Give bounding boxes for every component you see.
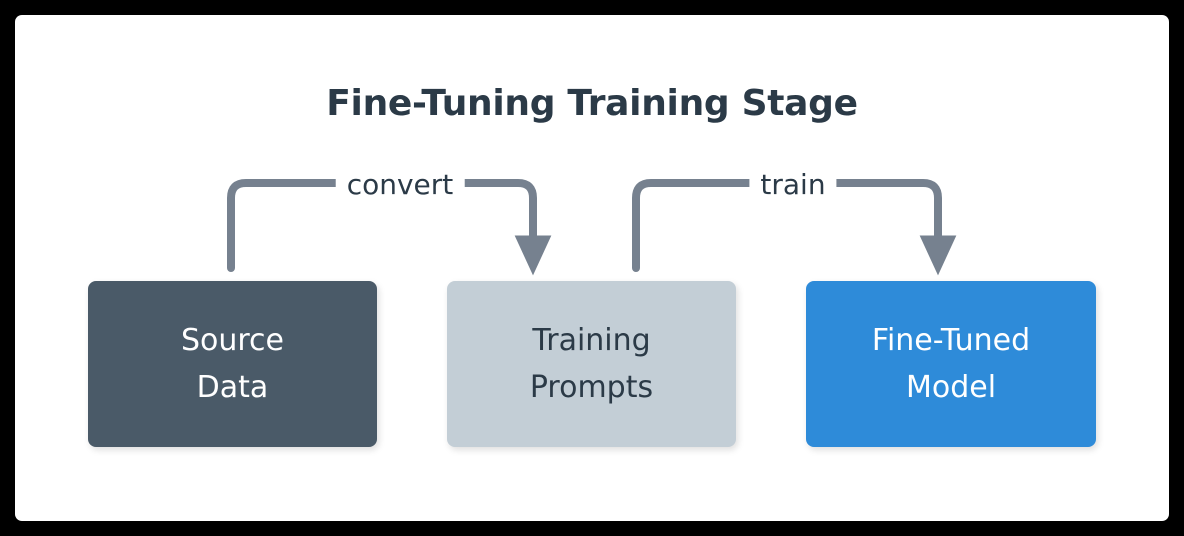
node-label-line: Prompts — [529, 370, 654, 405]
diagram-page: Fine-Tuning Training Stage convert train… — [15, 15, 1169, 521]
node-source-data[interactable]: Source Data — [88, 281, 377, 447]
page-title: Fine-Tuning Training Stage — [326, 83, 858, 124]
node-label-line: Fine-Tuned — [871, 323, 1031, 358]
node-training-prompts[interactable]: Training Prompts — [447, 281, 736, 447]
node-label-line: Training — [532, 323, 651, 358]
edge-label-train: train — [749, 170, 837, 200]
node-fine-tuned-model[interactable]: Fine-Tuned Model — [806, 281, 1096, 447]
node-label-line: Data — [196, 370, 269, 405]
node-label-line: Model — [905, 370, 997, 405]
node-label-line: Source — [180, 323, 285, 358]
edge-label-convert: convert — [335, 170, 465, 200]
